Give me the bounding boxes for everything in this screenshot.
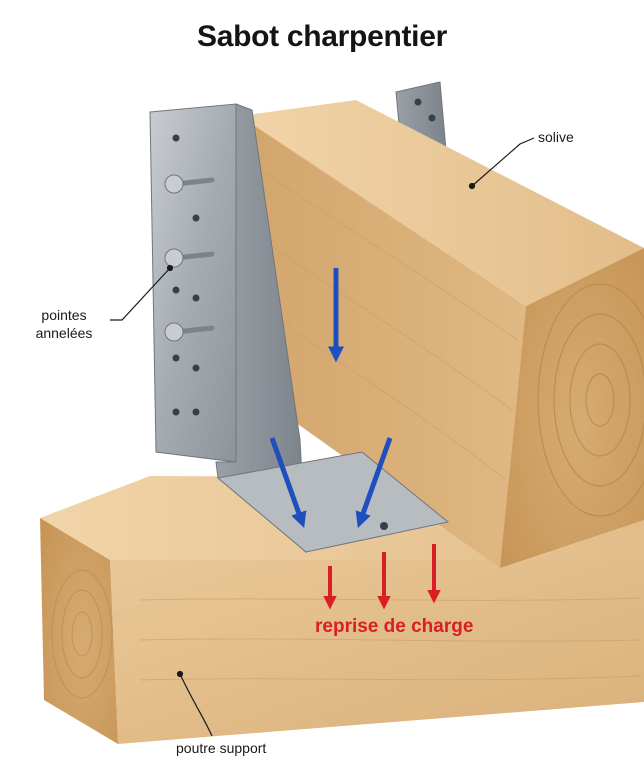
leader-pointes — [110, 267, 171, 321]
label-pointes-line1: pointes — [41, 307, 87, 323]
hanger-seat — [216, 451, 450, 553]
leader-solive — [471, 137, 535, 187]
joist-grain — [259, 169, 519, 481]
label-pointes-annelees: pointes annelées — [18, 306, 110, 342]
leader-poutre — [179, 673, 213, 737]
joist — [240, 100, 644, 568]
label-pointes-line2: annelées — [35, 325, 93, 341]
load-arrow-left — [269, 437, 307, 529]
flange-holes — [172, 134, 200, 416]
load-arrows — [269, 268, 393, 529]
label-poutre-support: poutre support — [176, 740, 267, 756]
joist-end-grain — [537, 283, 644, 517]
joist-hanger — [149, 103, 450, 554]
beam-end-grain — [51, 569, 113, 699]
label-reprise-de-charge: reprise de charge — [315, 616, 474, 637]
reaction-arrows — [323, 544, 441, 610]
label-solive: solive — [538, 129, 574, 145]
load-arrow-right — [355, 437, 393, 529]
leader-lines — [110, 137, 535, 737]
diagram-title: Sabot charpentier — [197, 20, 447, 53]
ring-shank-nails — [164, 174, 215, 342]
